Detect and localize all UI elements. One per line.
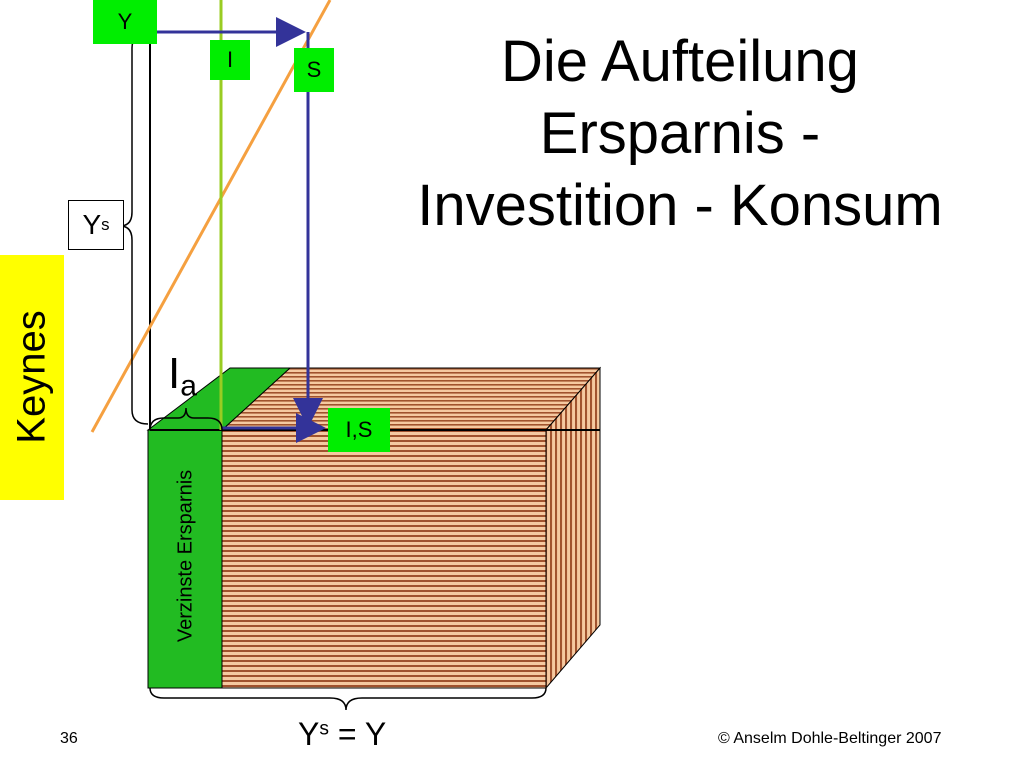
keynes-tag: Keynes bbox=[0, 255, 64, 500]
label-i: I bbox=[210, 40, 250, 80]
ia-brace bbox=[149, 407, 223, 431]
cube-front-face-consumption bbox=[221, 429, 547, 689]
title-line-3: Investition - Konsum bbox=[417, 173, 943, 238]
cube-front-face-savings bbox=[147, 429, 223, 689]
title-line-2: Ersparnis - bbox=[539, 101, 821, 166]
label-is: I,S bbox=[328, 408, 390, 452]
title-line-1: Die Aufteilung bbox=[501, 29, 859, 94]
label-y-top: Y bbox=[93, 0, 157, 44]
copyright: © Anselm Dohle-Beltinger 2007 bbox=[718, 730, 942, 747]
keynes-label: Keynes bbox=[9, 310, 54, 444]
bottom-brace bbox=[149, 687, 547, 711]
savings-bar-label: Verzinste Ersparnis bbox=[174, 469, 197, 643]
bottom-equation: Ys = Y bbox=[298, 716, 387, 752]
slide-title: Die Aufteilung Ersparnis - Investition -… bbox=[380, 26, 980, 242]
label-ia: Ia bbox=[168, 349, 197, 403]
page-number: 36 bbox=[60, 730, 78, 747]
label-s: S bbox=[294, 48, 334, 92]
ys-brace bbox=[119, 33, 149, 425]
